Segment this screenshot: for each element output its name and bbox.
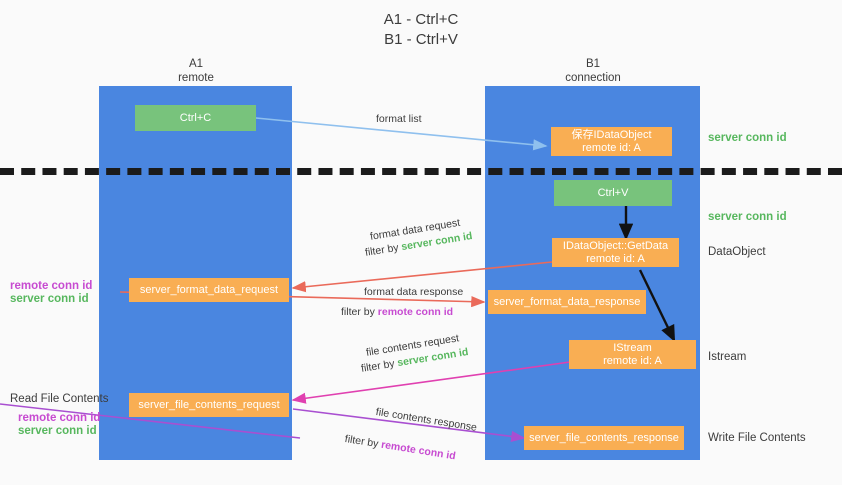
box-server-file-contents-response-label: server_file_contents_response <box>529 431 679 444</box>
lane-b1-name: B1 <box>585 58 601 70</box>
right-label-write-file-contents: Write File Contents <box>708 432 806 444</box>
right-label-server-conn-id-1: server conn id <box>708 132 787 144</box>
edge-label-file-contents-response: file contents response <box>374 405 478 434</box>
left-label-remote-conn-id-2: remote conn id <box>18 412 101 424</box>
right-label-server-conn-id-2: server conn id <box>708 211 787 223</box>
title-line-1: A1 - Ctrl+C <box>383 11 459 28</box>
box-ctrl-v[interactable]: Ctrl+V <box>554 180 672 206</box>
filter-prefix-1: filter by <box>364 241 403 259</box>
box-server-file-contents-request-label: server_file_contents_request <box>138 398 280 411</box>
box-getdata-line1: IDataObject::GetData <box>562 239 669 252</box>
filter-prefix-2: filter by <box>341 306 378 318</box>
box-getdata-line2: remote id: A <box>586 252 645 265</box>
box-server-format-data-response-label: server_format_data_response <box>493 295 641 308</box>
lane-b1-sub: connection <box>565 71 621 84</box>
box-istream[interactable]: IStream remote id: A <box>569 340 696 369</box>
lane-header-a1: A1 remote <box>146 58 246 85</box>
box-getdata[interactable]: IDataObject::GetData remote id: A <box>552 238 679 267</box>
box-server-file-contents-response[interactable]: server_file_contents_response <box>524 426 684 450</box>
filter-value-2: remote conn id <box>377 306 454 318</box>
title-line-2: B1 - Ctrl+V <box>384 31 458 48</box>
box-server-format-data-request-label: server_format_data_request <box>139 283 279 296</box>
left-label-remote-conn-id-1: remote conn id <box>10 280 93 292</box>
edge-label-file-contents-response-filter: filter by remote conn id <box>344 432 457 463</box>
lane-header-b1: B1 connection <box>543 58 643 85</box>
box-server-file-contents-request[interactable]: server_file_contents_request <box>129 393 289 417</box>
filter-prefix-3: filter by <box>360 357 399 375</box>
box-save-dataobject-line2: remote id: A <box>582 141 641 154</box>
box-server-format-data-response[interactable]: server_format_data_response <box>488 290 646 314</box>
box-ctrl-c[interactable]: Ctrl+C <box>135 105 256 131</box>
box-istream-line1: IStream <box>613 341 652 354</box>
edge-label-format-data-response-filter: filter by remote conn id <box>341 305 453 319</box>
edge-label-format-data-response: format data response <box>364 286 464 298</box>
box-ctrl-v-label: Ctrl+V <box>597 186 629 199</box>
right-label-dataobject: DataObject <box>708 246 766 258</box>
box-save-dataobject[interactable]: 保存IDataObject remote id: A <box>551 127 672 156</box>
page-title: A1 - Ctrl+C B1 - Ctrl+V <box>0 10 842 50</box>
edge-label-format-list: format list <box>376 113 422 125</box>
filter-value-4: remote conn id <box>380 438 457 463</box>
lane-a1-sub: remote <box>178 71 214 84</box>
left-label-server-conn-id-1: server conn id <box>10 293 89 305</box>
box-istream-line2: remote id: A <box>603 354 662 367</box>
left-label-read-file-contents: Read File Contents <box>10 393 109 405</box>
lane-a1-name: A1 <box>188 58 204 70</box>
box-save-dataobject-line1: 保存IDataObject <box>571 128 652 141</box>
left-label-server-conn-id-2: server conn id <box>18 425 97 437</box>
phase-divider <box>0 168 842 175</box>
filter-prefix-4: filter by <box>343 432 383 451</box>
box-server-format-data-request[interactable]: server_format_data_request <box>129 278 289 302</box>
right-label-istream: Istream <box>708 351 747 363</box>
box-ctrl-c-label: Ctrl+C <box>179 111 212 124</box>
